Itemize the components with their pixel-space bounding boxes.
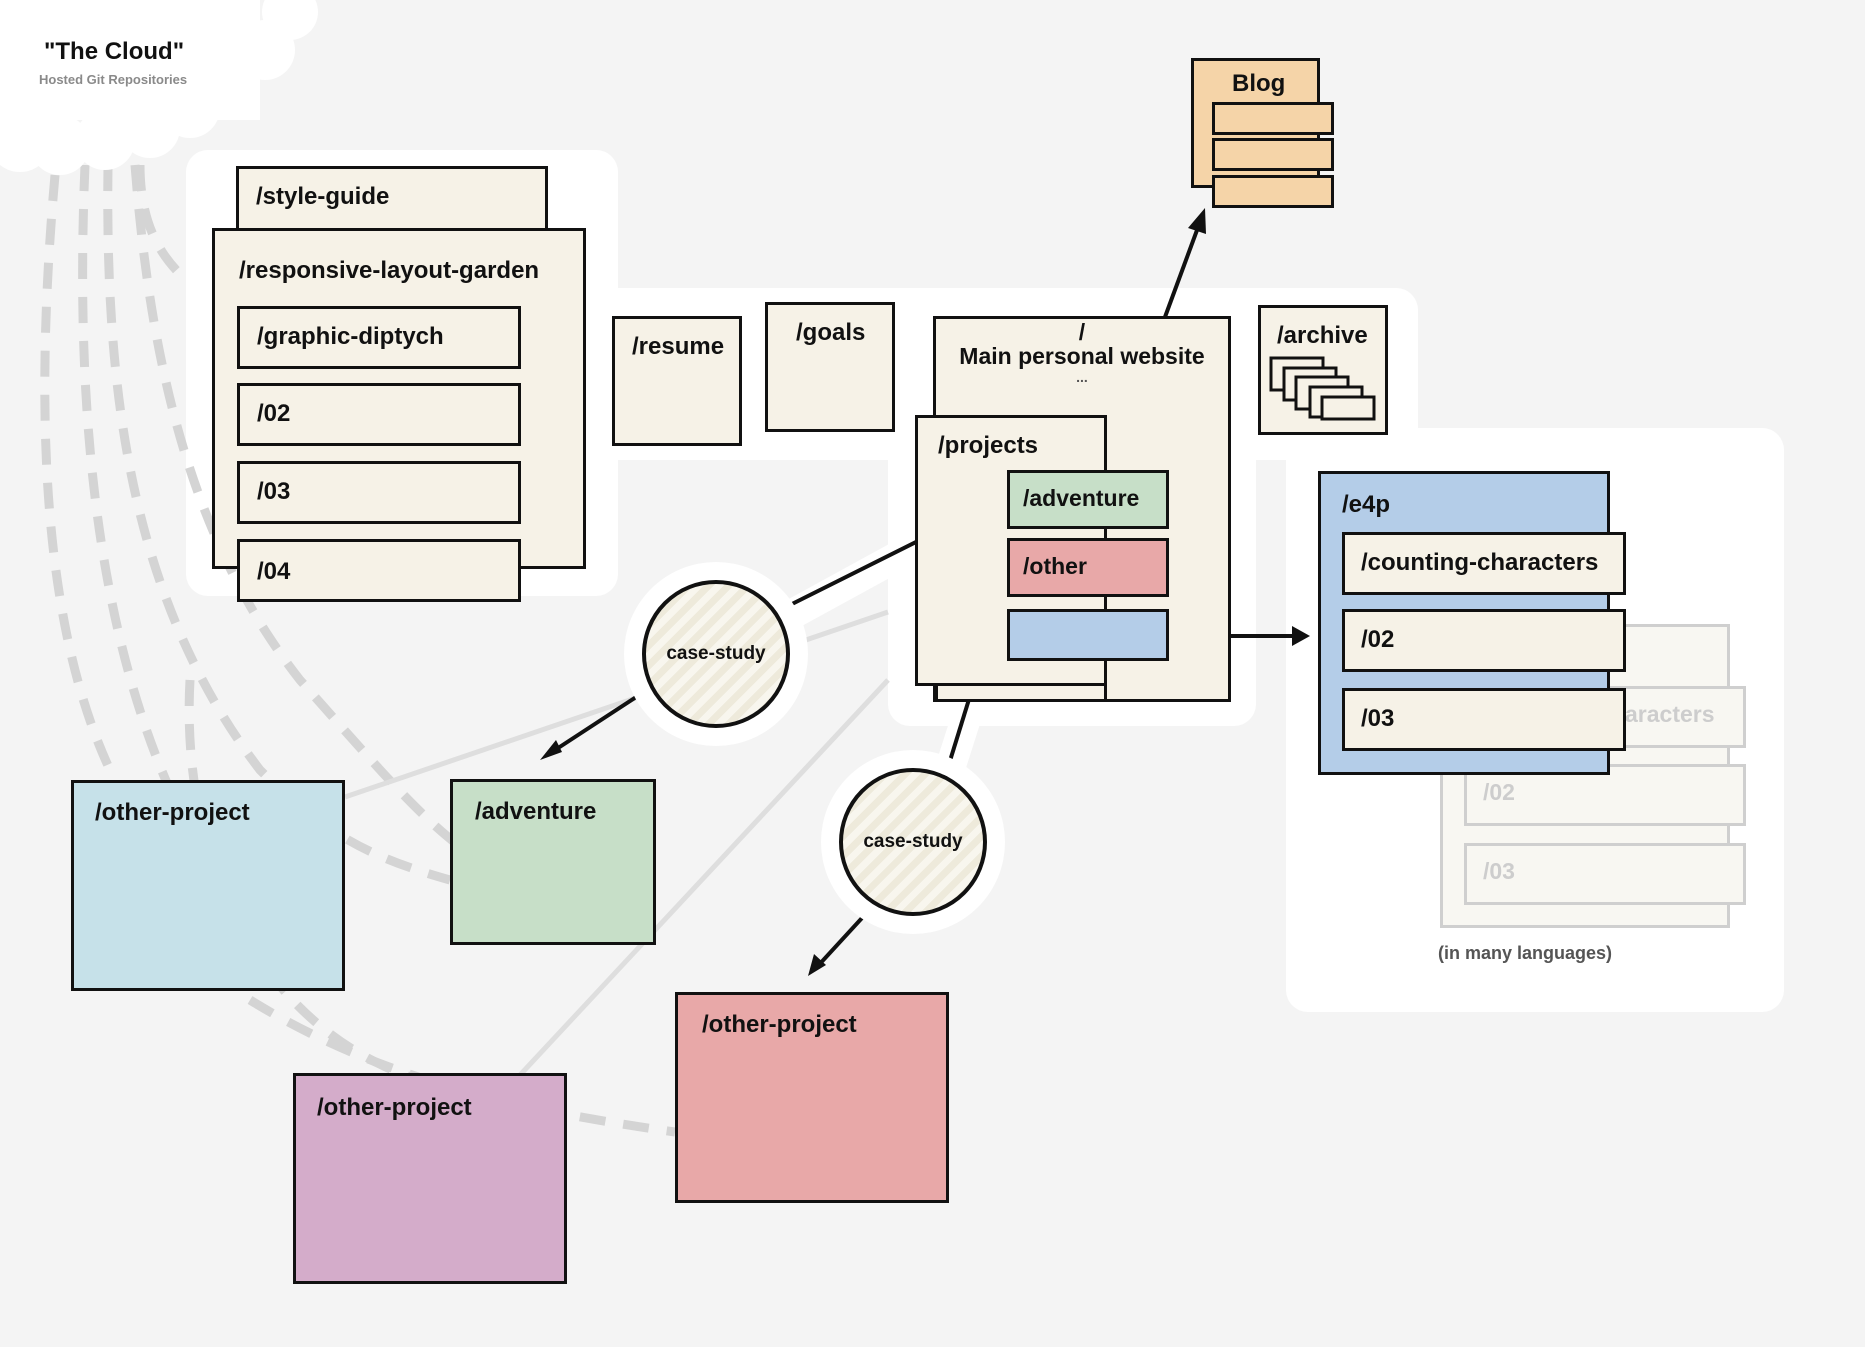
item-03-box[interactable]: /03 (237, 461, 521, 524)
cloud-title: "The Cloud" (44, 38, 185, 65)
e4p-03-box[interactable]: /03 (1342, 688, 1626, 751)
item-04-box[interactable]: /04 (237, 539, 521, 602)
projects-adventure-box[interactable]: /adventure (1007, 470, 1169, 529)
main-website-slash: / (1078, 319, 1086, 345)
blog-post-1[interactable] (1212, 102, 1334, 135)
archive-stack-icon (1269, 356, 1376, 421)
e4p-title: /e4p (1342, 491, 1391, 518)
projects-e4p-box[interactable] (1007, 609, 1169, 661)
resume-box[interactable]: /resume (612, 316, 742, 446)
other-project-red-box[interactable]: /other-project (675, 992, 949, 1203)
style-guide-box[interactable]: /style-guide (236, 166, 548, 236)
adventure-box[interactable]: /adventure (450, 779, 656, 945)
graphic-diptych-box[interactable]: /graphic-diptych (237, 306, 521, 369)
other-project-purple-box[interactable]: /other-project (293, 1073, 567, 1284)
main-website-ellipsis: ... (1076, 369, 1088, 385)
languages-note: (in many languages) (1438, 943, 1613, 963)
other-project-blue-box[interactable]: /other-project (71, 780, 345, 991)
responsive-layout-garden-box[interactable]: /responsive-layout-garden /graphic-dipty… (212, 228, 586, 602)
projects-title: /projects (938, 432, 1039, 459)
goals-box[interactable]: /goals (765, 302, 895, 432)
blog-post-3[interactable] (1212, 175, 1334, 208)
e4p-02-box[interactable]: /02 (1342, 609, 1626, 672)
blog-post-2[interactable] (1212, 138, 1334, 171)
cloud-subtitle: Hosted Git Repositories (39, 72, 188, 87)
main-website-title: Main personal website (959, 343, 1205, 369)
case-study-circle-2[interactable]: case-study (839, 768, 987, 916)
projects-other-box[interactable]: /other (1007, 538, 1169, 597)
responsive-title: /responsive-layout-garden (239, 257, 540, 284)
case-study-circle-1[interactable]: case-study (642, 580, 790, 728)
ghost-item-03: /03 (1464, 843, 1746, 905)
item-02-box[interactable]: /02 (237, 383, 521, 446)
cloud-shape (0, 0, 318, 175)
counting-characters-box[interactable]: /counting-characters (1342, 532, 1626, 595)
